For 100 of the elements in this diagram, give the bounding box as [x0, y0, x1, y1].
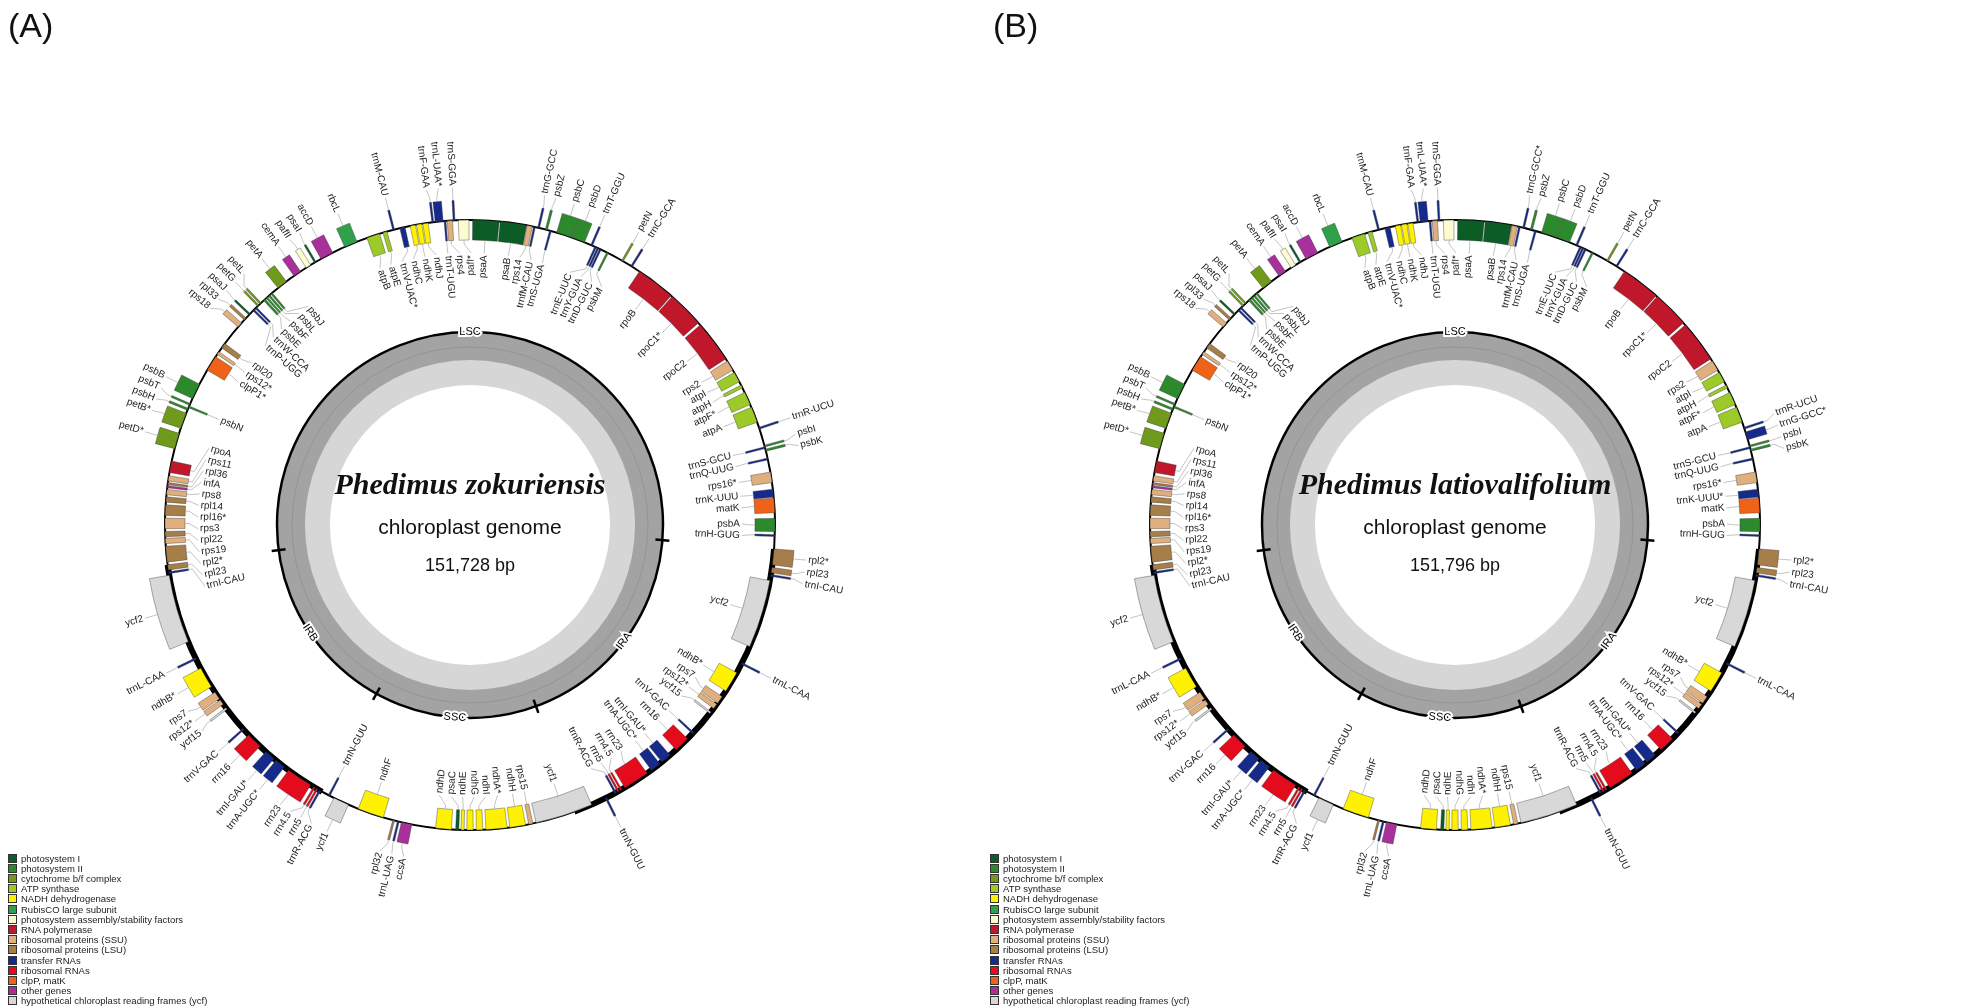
gene-label: psbC [1554, 177, 1572, 204]
gene-label: ndhJ [1417, 256, 1431, 280]
gene-label: rpl22 [1185, 532, 1208, 545]
gene-label: psbN [219, 414, 246, 434]
region-label: SSC [1428, 709, 1452, 724]
panel-label: (A) [8, 6, 54, 45]
gene-label: matK [715, 501, 740, 515]
legend-label: photosystem assembly/stability factors [1003, 913, 1166, 925]
gene-label: ndhG [1454, 770, 1466, 796]
legend-label: ATP synthase [1003, 883, 1062, 895]
species-name: Phedimus latiovalifolium [1298, 467, 1612, 501]
legend-label: photosystem II [1003, 862, 1065, 874]
gene-label: psaC [444, 770, 458, 795]
gene-label: psbD [1569, 183, 1589, 209]
legend-label: photosystem I [21, 852, 81, 864]
gene-label: rpl16* [200, 510, 227, 523]
region-label: SSC [443, 709, 467, 724]
gene-label: petD* [117, 418, 145, 436]
legend-label: NADH dehydrogenase [1003, 893, 1099, 905]
gene-label: rps16* [707, 476, 738, 492]
legend-label: ATP synthase [21, 883, 80, 895]
legend-label: ribosomal proteins (LSU) [21, 944, 127, 956]
gene-label: ndhF [376, 756, 394, 782]
gene-label: ycf2 [1108, 612, 1130, 629]
gene-label: ycf1 [1297, 830, 1316, 852]
legend-label: hypothetical chloroplast reading frames (ycf) [21, 995, 208, 1007]
region-label: IRB [1285, 621, 1306, 644]
gene-label: pafI* [1449, 255, 1461, 276]
gene-label: rbcL [1310, 191, 1328, 214]
gene-label: psbI [795, 422, 817, 438]
legend-label: RubisCO large subunit [1003, 903, 1099, 915]
gene-label: ycf1 [312, 830, 331, 852]
legend-label: hypothetical chloroplast reading frames (ycf) [1003, 995, 1190, 1007]
legend-label: photosystem assembly/stability factors [21, 913, 184, 925]
region-label: IRB [300, 621, 321, 644]
gene-label: infA [1187, 476, 1207, 490]
gene-label: ndhD [1418, 768, 1432, 794]
gene-label: ycf2 [709, 592, 731, 609]
gene-label: psaB [1483, 256, 1498, 281]
gene-label: infA [202, 476, 222, 490]
gene-label: psbD [584, 183, 604, 209]
panel-label: (B) [993, 6, 1039, 45]
gene-label: rps4 [1439, 254, 1452, 275]
gene-label: rpl16* [1185, 510, 1212, 523]
gene-label: rps8 [1186, 487, 1207, 501]
legend-label: ribosomal RNAs [21, 964, 90, 976]
legend-label: RubisCO large subunit [21, 903, 117, 915]
gene-label: psaA [1461, 255, 1474, 279]
gene-label: ndhJ [432, 256, 446, 280]
legend-label: photosystem I [1003, 852, 1063, 864]
gene-label: ycf2 [1694, 592, 1716, 609]
gene-label: psaB [498, 256, 513, 281]
gene-label: ndhD [433, 768, 447, 794]
gene-label: rpl22 [200, 532, 223, 545]
gene-label: psbA [717, 517, 740, 529]
gene-label: psaA [476, 255, 489, 279]
gene-label: rps4 [454, 254, 467, 275]
legend-label: other genes [1003, 985, 1054, 997]
legend-label: NADH dehydrogenase [21, 893, 117, 905]
legend-label: transfer RNAs [1003, 954, 1063, 966]
gene-label: rbcL [325, 191, 343, 214]
gene-label: petD* [1102, 418, 1130, 436]
region-label: IRA [1597, 629, 1619, 652]
gene-label: rpl2* [807, 553, 830, 567]
gene-label: trnS-GGA [1430, 141, 1444, 186]
genome-subtitle: chloroplast genome [378, 515, 562, 539]
gene-label: trnS-GGA [445, 141, 459, 186]
gene-label: ndhE [456, 771, 468, 796]
gene-label: ndhG [469, 770, 481, 796]
gene-label: trnI-CAU [1788, 578, 1830, 596]
gene-label: rpl2* [1792, 553, 1815, 567]
genome-length: 151,728 bp [424, 555, 516, 576]
gene-label: ndhF [1361, 756, 1379, 782]
species-name: Phedimus zokuriensis [334, 467, 606, 501]
region-label: IRA [612, 629, 634, 652]
legend-label: clpP, matK [21, 974, 66, 986]
legend-label: clpP, matK [1003, 974, 1048, 986]
legend-label: ribosomal proteins (SSU) [21, 934, 128, 946]
gene-label: psaC [1429, 770, 1443, 795]
gene-label: ndhE [1441, 771, 1453, 796]
legend-label: ribosomal proteins (SSU) [1003, 934, 1110, 946]
gene-label: ycf1 [1528, 762, 1545, 784]
gene-label: rps8 [201, 487, 222, 501]
gene-label: psbA [1702, 517, 1725, 529]
gene-label: matK [1700, 501, 1725, 515]
gene-label: rpl23 [1791, 566, 1815, 580]
genome-length: 151,796 bp [1409, 555, 1501, 576]
legend-label: ribosomal RNAs [1003, 964, 1072, 976]
legend-label: transfer RNAs [21, 954, 81, 966]
gene-label: rpl14 [1185, 499, 1209, 512]
gene-label: trnI-CAU [803, 578, 845, 596]
region-label: LSC [1444, 324, 1466, 337]
legend-label: photosystem II [21, 862, 83, 874]
gene-label: trnH-GUG [694, 527, 741, 541]
gene-label: ycf2 [123, 612, 145, 629]
gene-label: rps3 [1184, 522, 1205, 534]
region-label: LSC [459, 324, 481, 337]
gene-label: pafI* [464, 255, 476, 276]
legend-label: ribosomal proteins (LSU) [1003, 944, 1109, 956]
gene-label: trnH-GUG [1679, 527, 1726, 541]
